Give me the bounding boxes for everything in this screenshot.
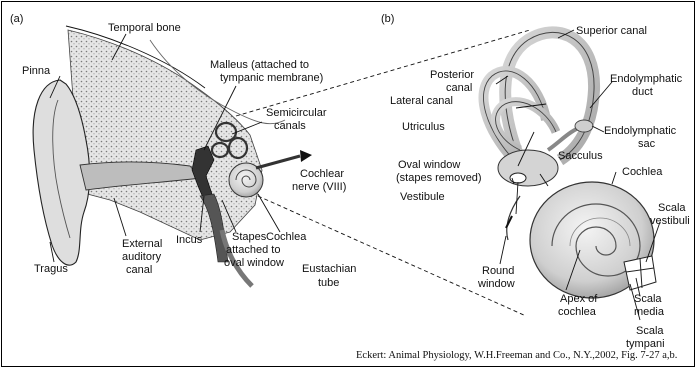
label-apex-1: Apex of: [560, 293, 598, 305]
label-scala-media-1: Scala: [634, 293, 662, 305]
citation-text: Eckert: Animal Physiology, W.H.Freeman a…: [356, 350, 677, 361]
superior-canal: [505, 32, 594, 160]
label-apex-2: cochlea: [558, 306, 597, 318]
label-semicircular-2: canals: [274, 120, 306, 132]
label-stapes-2: attached to: [226, 244, 280, 256]
label-malleus-1: Malleus (attached to: [210, 59, 309, 71]
label-tragus: Tragus: [34, 263, 68, 275]
label-external-3: canal: [126, 264, 152, 276]
endolymphatic-sac: [575, 120, 593, 132]
label-utriculus: Utriculus: [402, 121, 445, 133]
zoom-line-bottom: [258, 196, 526, 316]
label-external-1: External: [122, 238, 162, 250]
label-external-2: auditory: [122, 251, 162, 263]
panel-a-label: (a): [10, 13, 23, 25]
label-temporal-bone: Temporal bone: [108, 22, 181, 34]
cochlear-nerve: [256, 156, 300, 168]
label-sacculus: Sacculus: [558, 150, 603, 162]
label-vestibule: Vestibule: [400, 191, 445, 203]
label-posterior-1: Posterior: [430, 69, 474, 81]
label-lateral-canal: Lateral canal: [390, 95, 453, 107]
label-stapes-1: Stapes: [232, 231, 267, 243]
label-cochlear-nerve-2: nerve (VIII): [292, 181, 346, 193]
label-oval-window-2: (stapes removed): [396, 172, 482, 184]
label-round-window-1: Round: [482, 265, 514, 277]
round-window: [507, 196, 520, 240]
label-superior-canal: Superior canal: [576, 25, 647, 37]
label-scala-vestibuli-2: vestibuli: [650, 215, 690, 227]
label-eustachian-2: tube: [318, 277, 339, 289]
nerve-arrowhead: [300, 150, 312, 162]
label-cochlea-a: Cochlea: [266, 231, 307, 243]
label-stapes-3: oval window: [224, 257, 284, 269]
label-posterior-2: canal: [446, 82, 472, 94]
label-malleus-2: tympanic membrane): [220, 72, 323, 84]
label-scala-vestibuli-1: Scala: [658, 202, 686, 214]
label-cochlea-b: Cochlea: [622, 166, 663, 178]
vestibule: [498, 150, 558, 186]
label-scala-tympani-2: tympani: [626, 338, 665, 350]
label-endo-sac-1: Endolymphatic: [604, 125, 677, 137]
label-scala-tympani-1: Scala: [636, 325, 664, 337]
label-endo-duct-1: Endolymphatic: [610, 73, 683, 85]
panel-b-label: (b): [381, 13, 394, 25]
label-cochlear-nerve-1: Cochlear: [300, 168, 344, 180]
label-incus: Incus: [176, 234, 203, 246]
label-scala-media-2: media: [634, 306, 665, 318]
cochlea-large: [530, 182, 656, 298]
label-oval-window-1: Oval window: [398, 159, 460, 171]
label-endo-duct-2: duct: [632, 86, 653, 98]
label-semicircular-1: Semicircular: [266, 107, 327, 119]
label-pinna: Pinna: [22, 65, 51, 77]
label-eustachian-1: Eustachian: [302, 263, 356, 275]
label-endo-sac-2: sac: [638, 138, 656, 150]
label-round-window-2: window: [477, 278, 515, 290]
